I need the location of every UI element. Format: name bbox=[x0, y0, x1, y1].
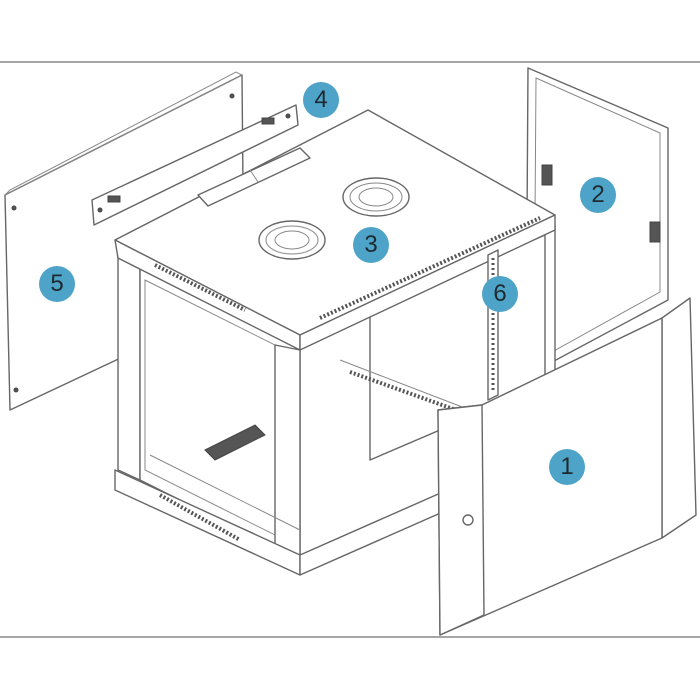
callout-2: 2 bbox=[580, 177, 616, 213]
cabinet-body bbox=[114, 109, 556, 576]
callout-3: 3 bbox=[353, 227, 389, 263]
mounting-rail bbox=[487, 249, 499, 401]
top-fan-2 bbox=[258, 220, 326, 260]
callout-6: 6 bbox=[482, 276, 518, 312]
top-fan-1 bbox=[342, 177, 410, 217]
callout-1: 1 bbox=[549, 449, 585, 485]
callout-4: 4 bbox=[303, 82, 339, 118]
door-lock-icon bbox=[462, 514, 474, 526]
callout-5: 5 bbox=[39, 266, 75, 302]
front-door bbox=[437, 297, 697, 636]
wall-mount-bracket bbox=[91, 104, 299, 226]
